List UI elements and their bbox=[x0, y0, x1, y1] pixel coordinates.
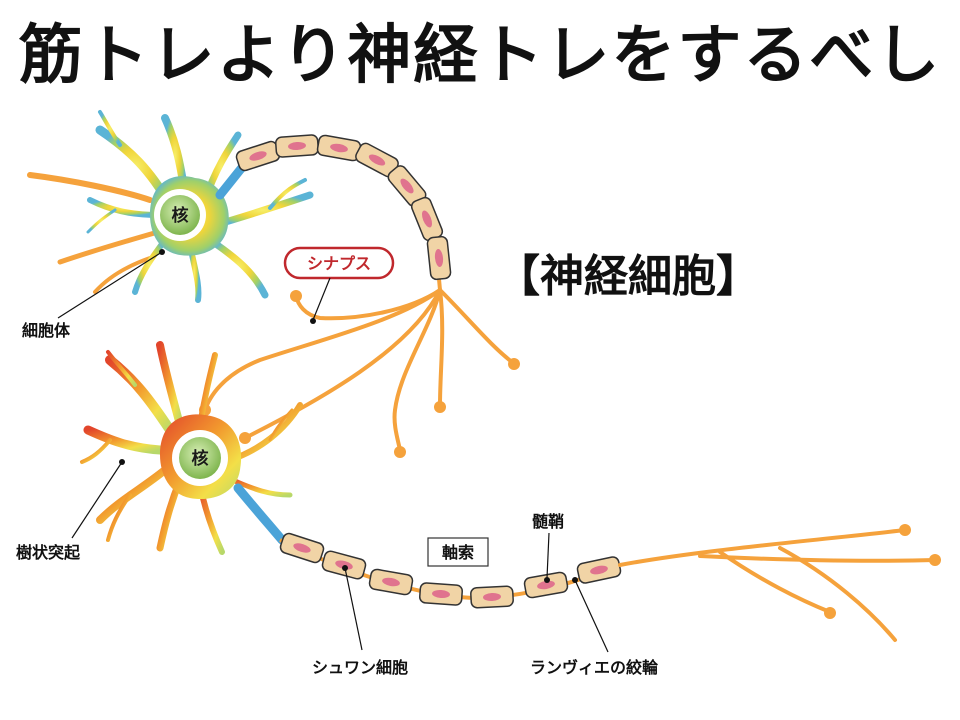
dendrite bbox=[211, 191, 314, 229]
nucleus-bottom bbox=[179, 437, 221, 479]
diagram-heading: 【神経細胞】 bbox=[496, 251, 760, 302]
top-neuron: 核 bbox=[22, 110, 520, 458]
myelin-nuclei-bottom bbox=[293, 543, 608, 602]
dendrite-dot bbox=[119, 459, 125, 465]
incoming-fiber bbox=[57, 229, 161, 265]
nucleus-top bbox=[160, 195, 200, 235]
dendrite-label: 樹状突起 bbox=[16, 543, 81, 562]
schwann-label: シュワン細胞 bbox=[312, 658, 408, 677]
axon-terminal bbox=[618, 528, 907, 567]
myelin-label: 髄鞘 bbox=[532, 512, 564, 531]
cell-body-dot bbox=[159, 249, 165, 255]
synapse-leader bbox=[312, 277, 331, 321]
myelin-dot bbox=[544, 577, 550, 583]
slide-title: 筋トレより神経トレをするべし bbox=[18, 19, 942, 93]
ranvier-leader bbox=[574, 579, 609, 653]
dendrite bbox=[106, 350, 137, 387]
axon-label: 軸索 bbox=[442, 543, 474, 562]
schwann-dot bbox=[342, 565, 348, 571]
dendrite bbox=[206, 236, 269, 299]
myelin-leader bbox=[546, 532, 550, 579]
ranvier-label: ランヴィエの絞輪 bbox=[530, 658, 659, 677]
axon-hillock-bottom bbox=[233, 483, 287, 545]
dendrite bbox=[83, 425, 165, 455]
ranvier-dot bbox=[572, 577, 578, 583]
cell-body-label: 細胞体 bbox=[22, 321, 71, 340]
dendrite bbox=[268, 178, 307, 210]
nucleus-label-bottom: 核 bbox=[192, 448, 209, 469]
dendrite bbox=[86, 208, 117, 234]
myelin-nuclei-top bbox=[249, 141, 444, 267]
dendrite bbox=[96, 466, 169, 524]
incoming-fiber bbox=[27, 172, 153, 203]
synapse-label-box bbox=[283, 246, 395, 280]
axon-label-box bbox=[427, 537, 489, 567]
axon-terminal bbox=[294, 288, 442, 321]
dendrite bbox=[98, 110, 122, 147]
axon-terminal bbox=[203, 288, 442, 412]
axon-terminal bbox=[778, 546, 897, 642]
axon-terminal bbox=[438, 288, 514, 364]
dendrite-leader bbox=[71, 461, 123, 539]
incoming-fiber bbox=[93, 256, 152, 294]
cell-body-leader bbox=[57, 251, 163, 319]
dendrite bbox=[268, 408, 294, 442]
axon-terminal bbox=[243, 288, 442, 440]
axon-terminal bbox=[438, 288, 445, 407]
dendrite bbox=[80, 438, 112, 464]
nucleus-label-top: 核 bbox=[172, 205, 189, 226]
axon-terminal bbox=[392, 288, 442, 452]
axon-terminal bbox=[718, 550, 832, 614]
schwann-leader bbox=[344, 567, 363, 651]
distal-terminal-buttons bbox=[824, 524, 941, 619]
synapse-label: シナプス bbox=[307, 254, 371, 273]
dendrite bbox=[106, 493, 132, 542]
synapse-dot bbox=[310, 318, 316, 324]
dendrite bbox=[105, 355, 175, 435]
bottom-neuron: 核 bbox=[16, 341, 941, 677]
dendrite bbox=[156, 341, 184, 429]
